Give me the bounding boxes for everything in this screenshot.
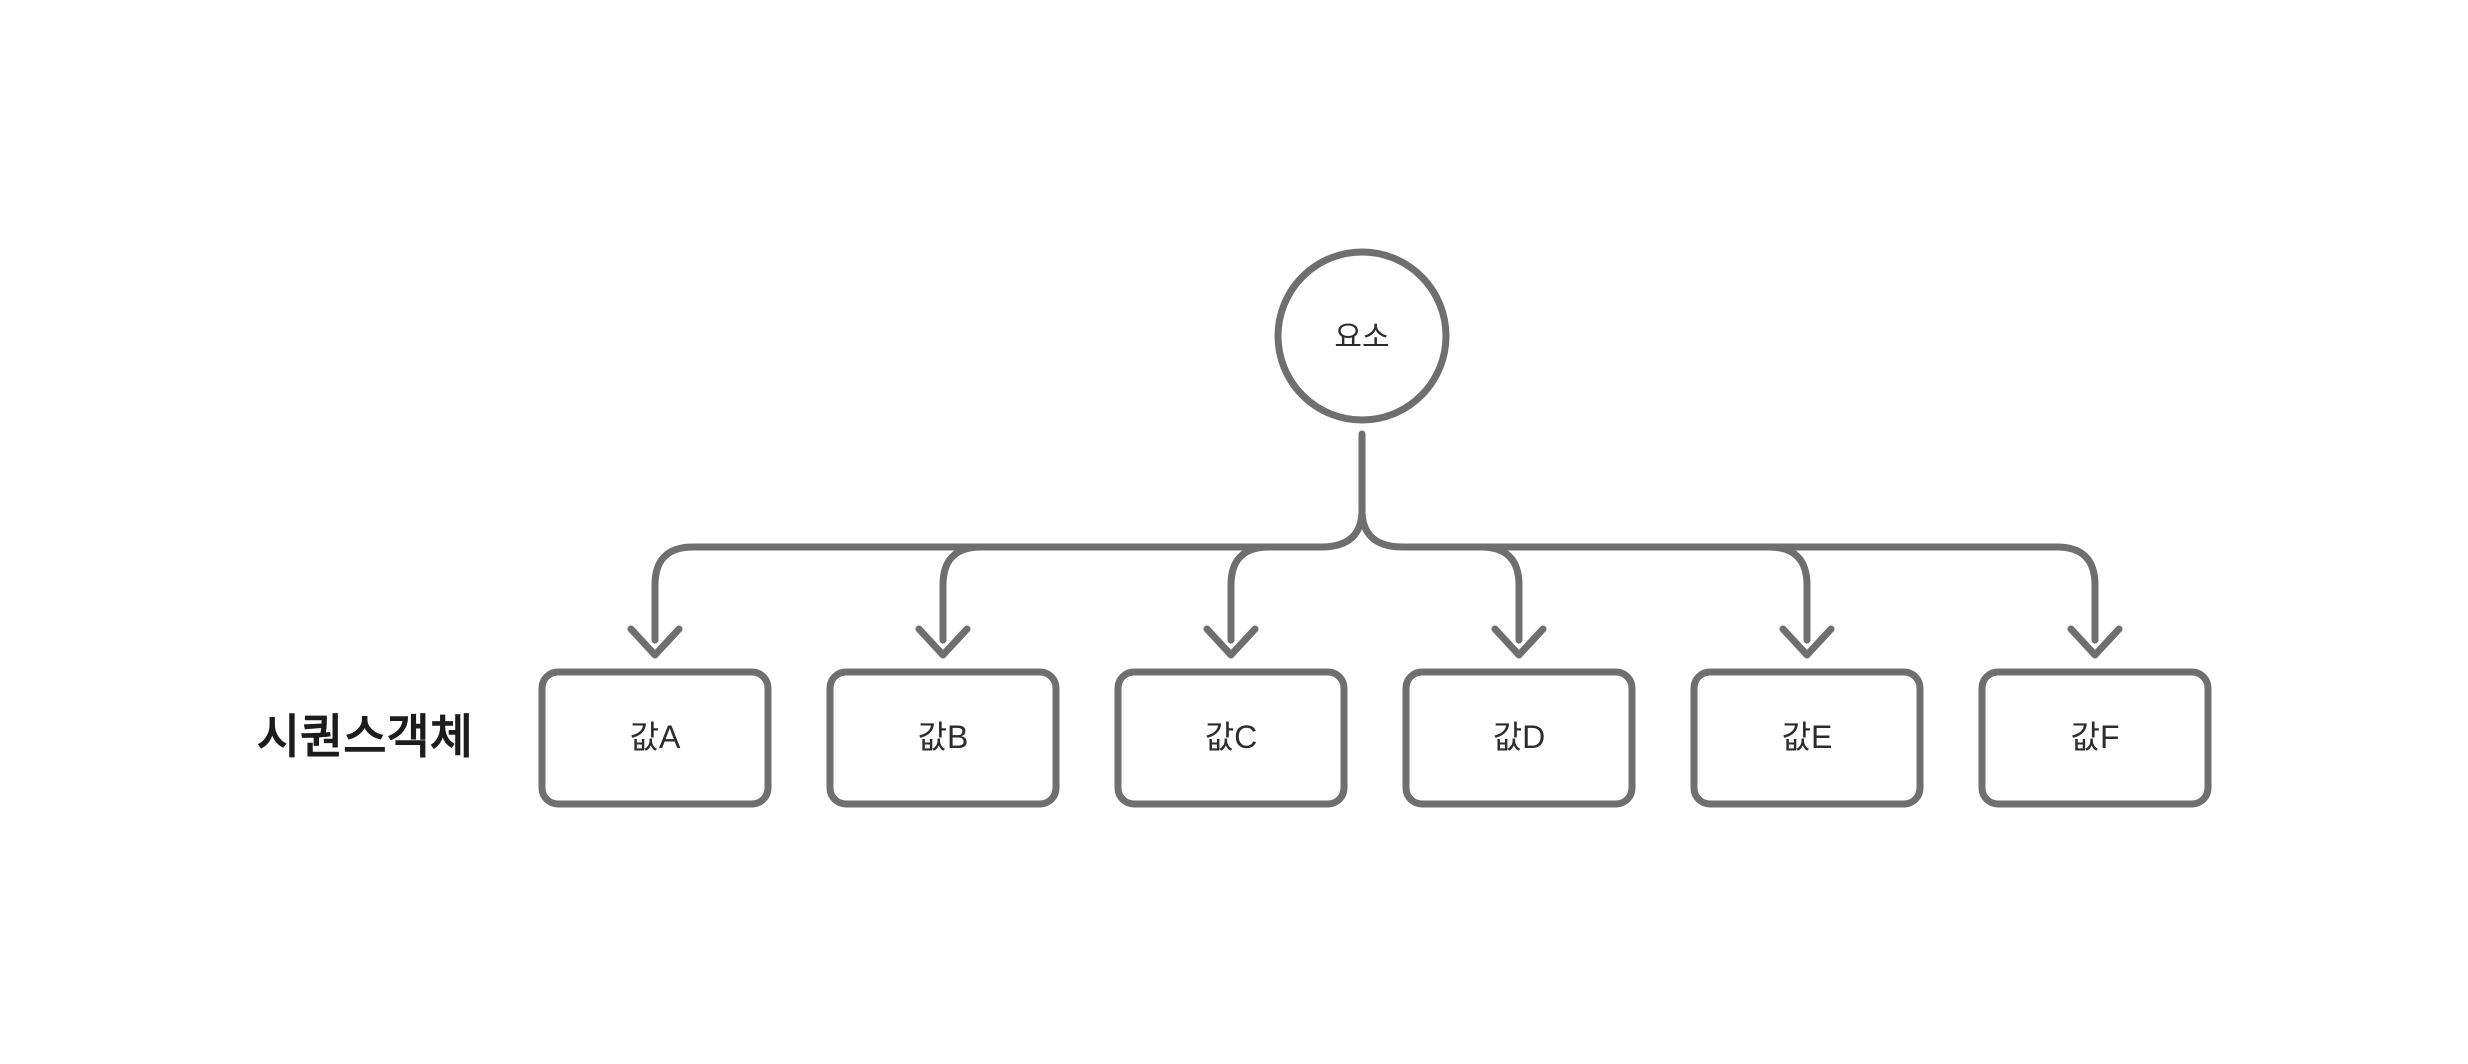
value-box-c-rect [1114, 668, 1348, 808]
branch-line-e [1765, 543, 1811, 644]
value-box-b-label: 값B [918, 719, 969, 755]
value-box-d-rect [1402, 668, 1636, 808]
arrow-down-icon-d [1491, 625, 1547, 659]
branch-line-c [1227, 543, 1273, 644]
value-box-b-rect [826, 668, 1060, 808]
arrow-down-icon-c [1203, 625, 1259, 659]
arrow-down-icon-a [627, 625, 683, 659]
value-box-f-rect [1978, 668, 2212, 808]
arrow-down-icon-e [1779, 625, 1835, 659]
connector-lines [627, 430, 2123, 659]
value-box-c-label: 값C [1205, 719, 1258, 755]
element-node-circle [1274, 248, 1450, 424]
value-box-a-label: 값A [630, 719, 681, 755]
value-box-c: 값C [1114, 668, 1348, 808]
sequence-object-label: 시퀀스객체 [257, 710, 473, 763]
element-node-label: 요소 [1334, 321, 1389, 354]
value-box-b: 값B [826, 668, 1060, 808]
value-box-e-label: 값E [1782, 719, 1833, 755]
branch-line-f [1358, 506, 2099, 644]
arrow-down-icon-b [915, 625, 971, 659]
value-box-d-label: 값D [1493, 719, 1546, 755]
value-box-f: 값F [1978, 668, 2212, 808]
branch-line-a [651, 506, 1366, 644]
value-box-f-label: 값F [2071, 719, 2120, 755]
value-box-d: 값D [1402, 668, 1636, 808]
value-box-e: 값E [1690, 668, 1924, 808]
value-box-a: 값A [538, 668, 772, 808]
branch-line-d [1477, 543, 1523, 644]
value-box-a-rect [538, 668, 772, 808]
branch-line-b [939, 543, 985, 644]
arrow-down-icon-f [2067, 625, 2123, 659]
value-box-e-rect [1690, 668, 1924, 808]
element-node: 요소 [1274, 248, 1450, 424]
